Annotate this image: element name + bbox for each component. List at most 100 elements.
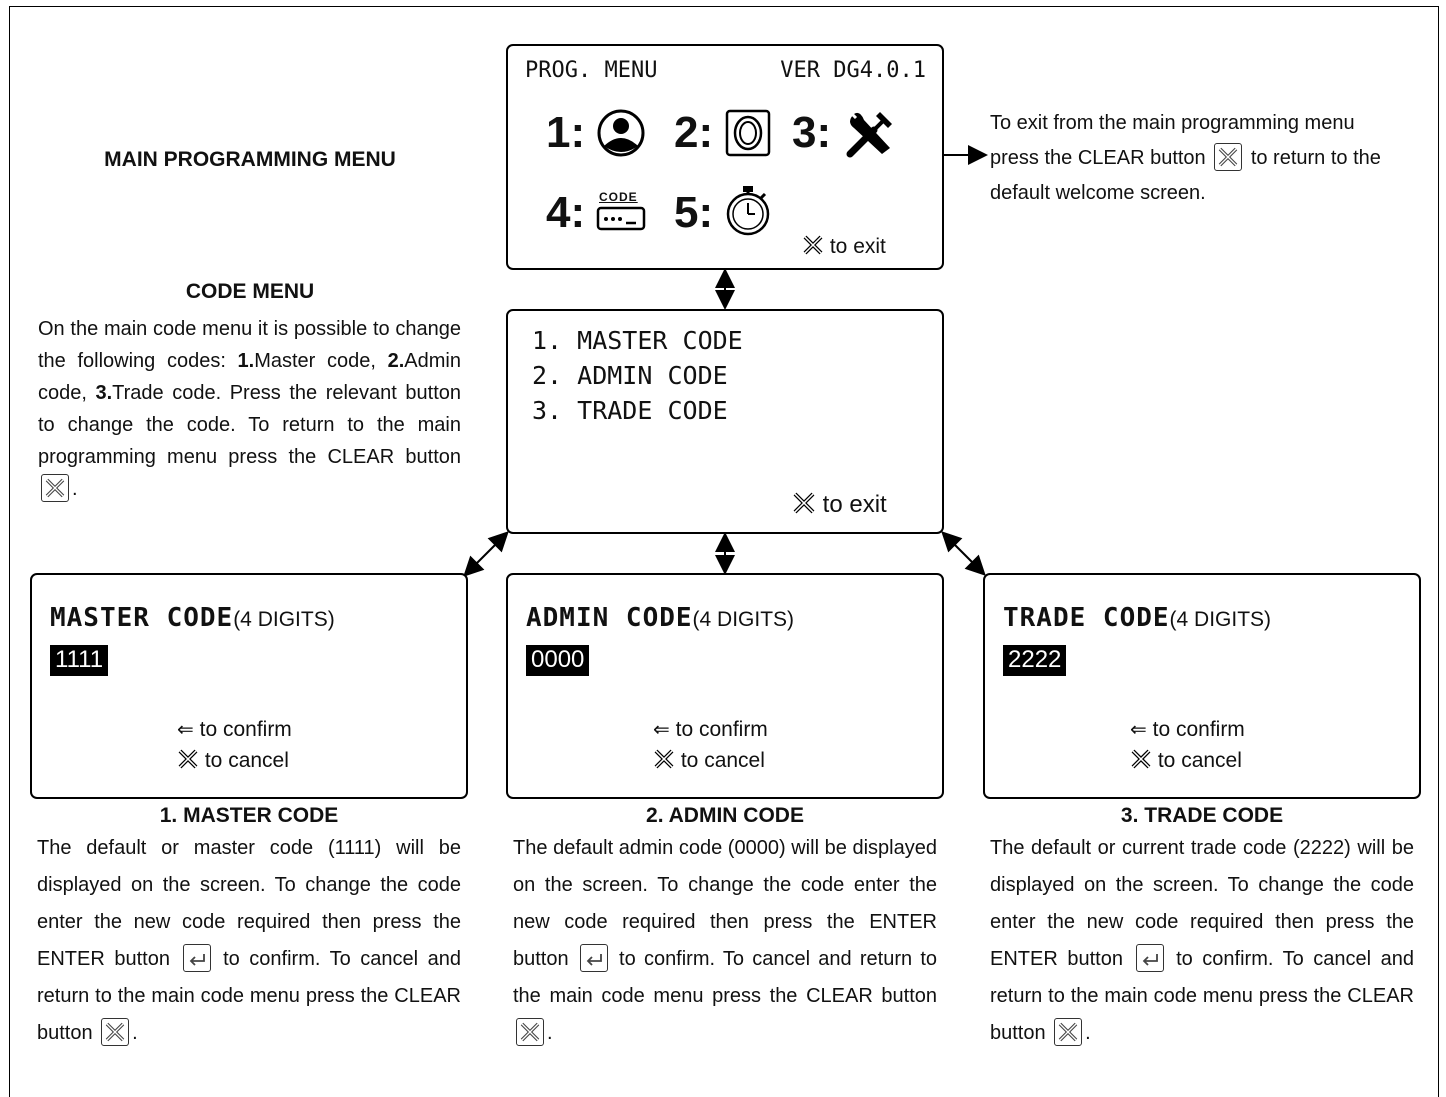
code-menu-description: On the main code menu it is possible to … xyxy=(38,313,461,505)
clear-x-icon xyxy=(654,749,674,769)
confirm-hint: ⇐ to confirm xyxy=(177,717,292,742)
trade-code-value: 2222 xyxy=(1003,645,1067,676)
code-icon-field xyxy=(596,206,646,231)
desc-text-b: to confirm. To cancel and return to the … xyxy=(513,948,937,1007)
code-menu-item-admin: 2. ADMIN CODE xyxy=(532,361,728,390)
screen-title-text: MASTER CODE xyxy=(50,603,234,633)
confirm-text: to confirm xyxy=(675,718,768,741)
master-code-heading: 1. MASTER CODE xyxy=(159,804,339,827)
clear-key-icon xyxy=(1054,1017,1083,1046)
confirm-hint: ⇐ to confirm xyxy=(1130,717,1245,742)
menu-item-2-num: 2: xyxy=(674,108,714,157)
user-icon xyxy=(597,109,645,157)
code-menu-item-trade: 3. TRADE CODE xyxy=(532,396,728,425)
confirm-hint: ⇐ to confirm xyxy=(653,717,768,742)
master-code-title: MASTER CODE(4 DIGITS) xyxy=(50,603,335,633)
trade-code-heading: 3. TRADE CODE xyxy=(1120,804,1284,827)
code-menu-bold-2: 2. xyxy=(387,350,405,372)
clear-key-icon xyxy=(1214,142,1243,171)
enter-icon: ⇐ xyxy=(653,719,670,741)
master-code-value: 1111 xyxy=(50,645,109,676)
code-value-text: 2222 xyxy=(1003,645,1067,676)
desc-text-a: The default or current trade code (2222)… xyxy=(990,837,1414,970)
arrow-code-menu-to-master xyxy=(463,531,509,577)
screen-subtitle: (4 DIGITS) xyxy=(692,608,795,631)
enter-key-icon xyxy=(1135,943,1164,972)
desc-text-b: to confirm. To cancel and return to the … xyxy=(37,948,461,1044)
main-menu-exit-hint: to exit xyxy=(802,234,886,259)
code-menu-screen: 1. MASTER CODE 2. ADMIN CODE 3. TRADE CO… xyxy=(506,309,944,534)
screen-subtitle: (4 DIGITS) xyxy=(1169,608,1272,631)
code-menu-text-a: On the main code menu it is possible to … xyxy=(38,318,461,372)
confirm-text: to confirm xyxy=(1152,718,1245,741)
cancel-hint: to cancel xyxy=(177,748,289,773)
master-code-description: The default or master code (1111) will b… xyxy=(37,830,461,1052)
admin-code-heading: 2. ADMIN CODE xyxy=(646,804,804,827)
exit-note-line3: default welcome screen. xyxy=(990,182,1206,204)
enter-icon: ⇐ xyxy=(177,719,194,741)
trade-code-description: The default or current trade code (2222)… xyxy=(990,830,1414,1052)
desc-text-a: The default or master code (1111) will b… xyxy=(37,837,461,970)
screen-title-text: TRADE CODE xyxy=(1003,603,1170,633)
desc-text-end: . xyxy=(1085,1022,1091,1044)
code-menu-text-3: Trade code. Press the relevant button to… xyxy=(38,382,462,468)
menu-item-1-num: 1: xyxy=(546,108,586,157)
admin-code-value: 0000 xyxy=(526,645,590,676)
trade-code-title: TRADE CODE(4 DIGITS) xyxy=(1003,603,1271,633)
clear-x-icon xyxy=(793,492,815,514)
exit-note: To exit from the main programming menu p… xyxy=(990,106,1420,211)
enter-icon: ⇐ xyxy=(1130,719,1147,741)
exit-note-line2b: to return to the xyxy=(1250,147,1381,169)
screen-title-left: PROG. MENU xyxy=(525,58,658,83)
master-code-section: 1. MASTER CODE The default or master cod… xyxy=(37,804,461,1052)
code-menu-item-master: 1. MASTER CODE xyxy=(532,326,743,355)
admin-code-screen: ADMIN CODE(4 DIGITS) 0000 ⇐ to confirm t… xyxy=(506,573,944,799)
main-menu-heading: MAIN PROGRAMMING MENU xyxy=(104,148,396,171)
stopwatch-icon xyxy=(726,186,770,236)
enter-key-icon xyxy=(182,943,211,972)
menu-item-3-num: 3: xyxy=(792,108,832,157)
trade-code-screen: TRADE CODE(4 DIGITS) 2222 ⇐ to confirm t… xyxy=(983,573,1421,799)
page-frame xyxy=(9,6,1439,1097)
cancel-text: to cancel xyxy=(1157,749,1242,772)
admin-code-description: The default admin code (0000) will be di… xyxy=(513,830,937,1052)
cancel-hint: to cancel xyxy=(1130,748,1242,773)
menu-item-5-num: 5: xyxy=(674,188,714,237)
screen-subtitle: (4 DIGITS) xyxy=(233,608,335,631)
enter-key-icon xyxy=(579,943,608,972)
code-menu-bold-3: 3. xyxy=(95,382,113,404)
code-icon: CODE xyxy=(596,190,648,232)
code-menu-bold-1: 1. xyxy=(237,350,255,372)
desc-text-end: . xyxy=(132,1022,138,1044)
clear-x-icon xyxy=(178,749,198,769)
main-menu-screen: PROG. MENU VER DG4.0.1 1: 2: 3: 4: CODE … xyxy=(506,44,944,270)
screen-title-right: VER DG4.0.1 xyxy=(780,58,926,83)
arrow-code-menu-to-trade xyxy=(941,531,986,576)
cancel-hint: to cancel xyxy=(653,748,765,773)
exit-hint-text: to exit xyxy=(829,235,886,258)
screen-title-text: ADMIN CODE xyxy=(526,603,693,633)
code-icon-label: CODE xyxy=(599,190,638,204)
code-menu-heading: CODE MENU xyxy=(185,280,315,303)
clear-x-icon xyxy=(1131,749,1151,769)
clear-key-icon xyxy=(41,473,69,502)
cancel-text: to cancel xyxy=(680,749,765,772)
exit-note-line1: To exit from the main programming menu xyxy=(990,112,1355,134)
code-menu-text-1: Master code, xyxy=(254,350,388,372)
confirm-text: to confirm xyxy=(199,718,292,741)
admin-code-section: 2. ADMIN CODE The default admin code (00… xyxy=(513,804,937,1052)
desc-text-a: The default admin code (0000) will be di… xyxy=(513,837,937,970)
exit-note-line2: press the CLEAR button to return to the xyxy=(990,141,1420,176)
code-menu-list: 1. MASTER CODE 2. ADMIN CODE 3. TRADE CO… xyxy=(532,323,743,428)
desc-text-b: to confirm. To cancel and return to the … xyxy=(990,948,1414,1044)
admin-code-title: ADMIN CODE(4 DIGITS) xyxy=(526,603,794,633)
clear-key-icon xyxy=(516,1017,544,1046)
cancel-text: to cancel xyxy=(204,749,289,772)
code-value-text: 0000 xyxy=(526,645,590,676)
code-menu-text-2: Admin code, xyxy=(38,350,461,404)
ring-icon xyxy=(725,109,771,157)
desc-text-end: . xyxy=(547,1022,553,1044)
clear-key-icon xyxy=(101,1017,130,1046)
menu-item-4-num: 4: xyxy=(546,188,586,237)
